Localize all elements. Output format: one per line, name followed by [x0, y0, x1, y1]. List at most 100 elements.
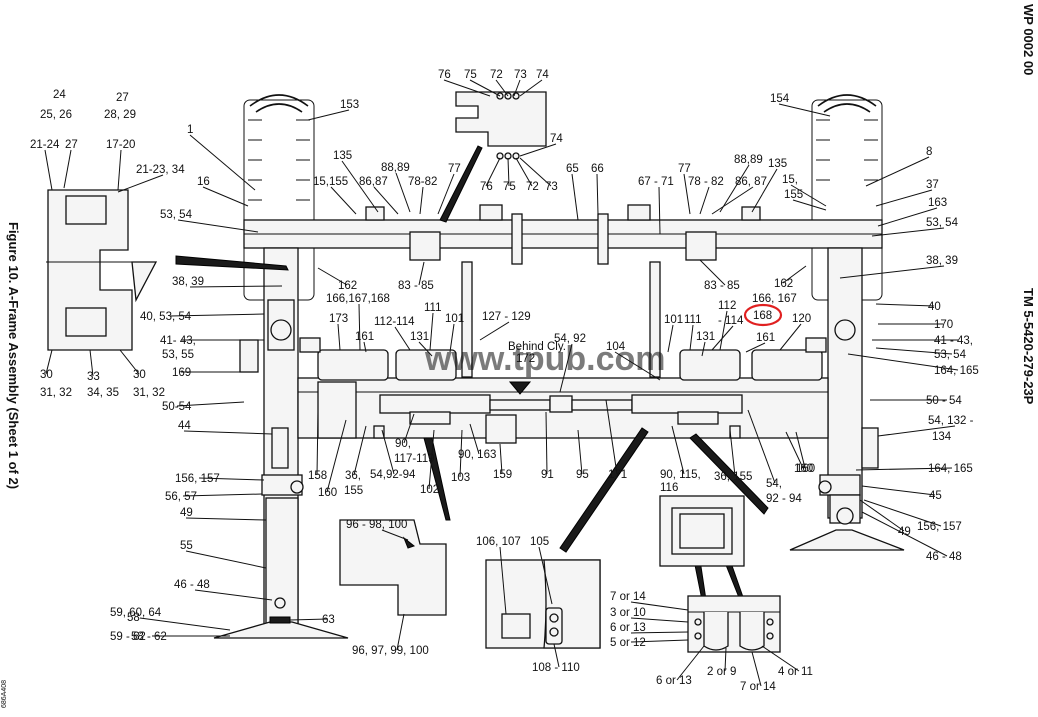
detail-bottom-left [339, 519, 447, 616]
callout-label: 77 [678, 163, 691, 175]
callout-label: 4 or 11 [778, 666, 813, 678]
callout-label: 75 [503, 181, 516, 193]
detail-left-bracket [46, 189, 158, 351]
leader-line [778, 103, 831, 117]
callout-label: 103 [451, 472, 470, 484]
callout-label: 92 - 94 [766, 493, 802, 505]
callout-label: 96, 97, 99, 100 [352, 645, 429, 657]
leader-line [117, 149, 122, 191]
callout-label: 74 [536, 69, 549, 81]
callout-label: 153 [340, 99, 359, 111]
leader-line [630, 617, 689, 623]
callout-label: 58 - 62 [131, 631, 167, 643]
watermark: www.tpub.com [424, 340, 666, 378]
leader-line [418, 341, 433, 357]
callout-label: 41 - 43, [934, 335, 973, 347]
callout-label: 38, 39 [172, 276, 204, 288]
highlight-ring [743, 303, 783, 327]
leader-line [630, 639, 689, 643]
leader-line [877, 207, 938, 227]
leader-line [44, 149, 53, 191]
callout-label: 53, 54 [160, 209, 193, 221]
callout-label: 127 - 129 [482, 311, 531, 323]
leader-line [701, 341, 706, 357]
callout-label: 156, 157 [917, 521, 962, 533]
callout-label: 73 [545, 181, 558, 193]
callout-label: 40, 53, 54 [140, 311, 192, 323]
callout-label: 112-114 [374, 316, 415, 328]
leader-line [45, 349, 53, 375]
a-frame-structure [175, 94, 905, 639]
callout-label: 131 [696, 331, 715, 343]
leader-line [782, 265, 807, 284]
callout-label: 102 [420, 484, 439, 496]
callout-label: 83 - 85 [398, 280, 434, 292]
leader-line [630, 601, 689, 611]
callout-label: 72 [490, 69, 503, 81]
leader-line [861, 511, 948, 557]
leader-line [751, 651, 762, 687]
leader-line [495, 79, 509, 97]
leader-line [479, 321, 510, 341]
leader-line [699, 186, 710, 215]
leader-line [185, 517, 267, 521]
callout-label: 53, 55 [162, 349, 194, 361]
callout-label: 7 or 14 [610, 591, 646, 603]
callout-label: 67 - 71 [638, 176, 674, 188]
leader-line [785, 431, 804, 469]
leader-line [596, 173, 599, 215]
leader-line [395, 172, 411, 213]
leader-line [667, 324, 674, 353]
leader-line [761, 645, 800, 672]
callout-label: 30 [40, 369, 53, 381]
callout-label: 25, 26 [40, 109, 72, 121]
leader-line [396, 613, 405, 651]
callout-label: 50 - 54 [926, 395, 962, 407]
callout-label: 46 - 48 [174, 579, 210, 591]
leader-line [330, 186, 357, 215]
callout-label: 88,89 [381, 162, 410, 174]
leader-line [605, 399, 618, 475]
leader-line [553, 643, 560, 668]
leader-line [394, 326, 411, 351]
callout-label: 116 [660, 482, 678, 494]
callout-label: 24 [53, 89, 66, 101]
callout-label: 164, 165 [934, 365, 979, 377]
callout-label: 66 [591, 163, 604, 175]
callout-label: 54, 132 - [928, 415, 974, 427]
callout-label: 134 [932, 431, 952, 443]
leader-line [63, 149, 72, 189]
leader-line [875, 347, 953, 355]
leader-line [515, 157, 533, 187]
leader-line [571, 173, 579, 221]
callout-label: 96 - 98, 100 [346, 519, 407, 531]
leader-line [363, 341, 367, 353]
leader-line [871, 227, 945, 237]
callout-label: 88,89 [734, 154, 763, 166]
callout-label: 90, 163 [458, 449, 496, 461]
callout-label: 111 [684, 314, 701, 326]
callout-label: 131 [410, 331, 429, 343]
callout-label: 86,87 [359, 176, 388, 188]
leader-line [449, 323, 455, 353]
callout-label: 161 [355, 331, 374, 343]
wp-number: WP 0002 00 [1021, 4, 1036, 75]
leader-line [373, 186, 399, 215]
leader-line [839, 265, 945, 279]
callout-label: 155 [784, 189, 803, 201]
leader-line [337, 323, 341, 351]
leader-line [177, 219, 259, 233]
leader-line [513, 79, 521, 97]
callout-label: 54, [766, 478, 782, 490]
leader-line [859, 499, 905, 532]
leader-line [469, 79, 501, 97]
leader-line [419, 186, 424, 215]
leader-line [751, 168, 778, 213]
callout-label: 76 [438, 69, 451, 81]
leader-line [861, 485, 936, 496]
callout-label: 30 [133, 369, 146, 381]
callout-label: 169 [172, 367, 191, 379]
callout-label: Behind Cly. [508, 341, 566, 353]
